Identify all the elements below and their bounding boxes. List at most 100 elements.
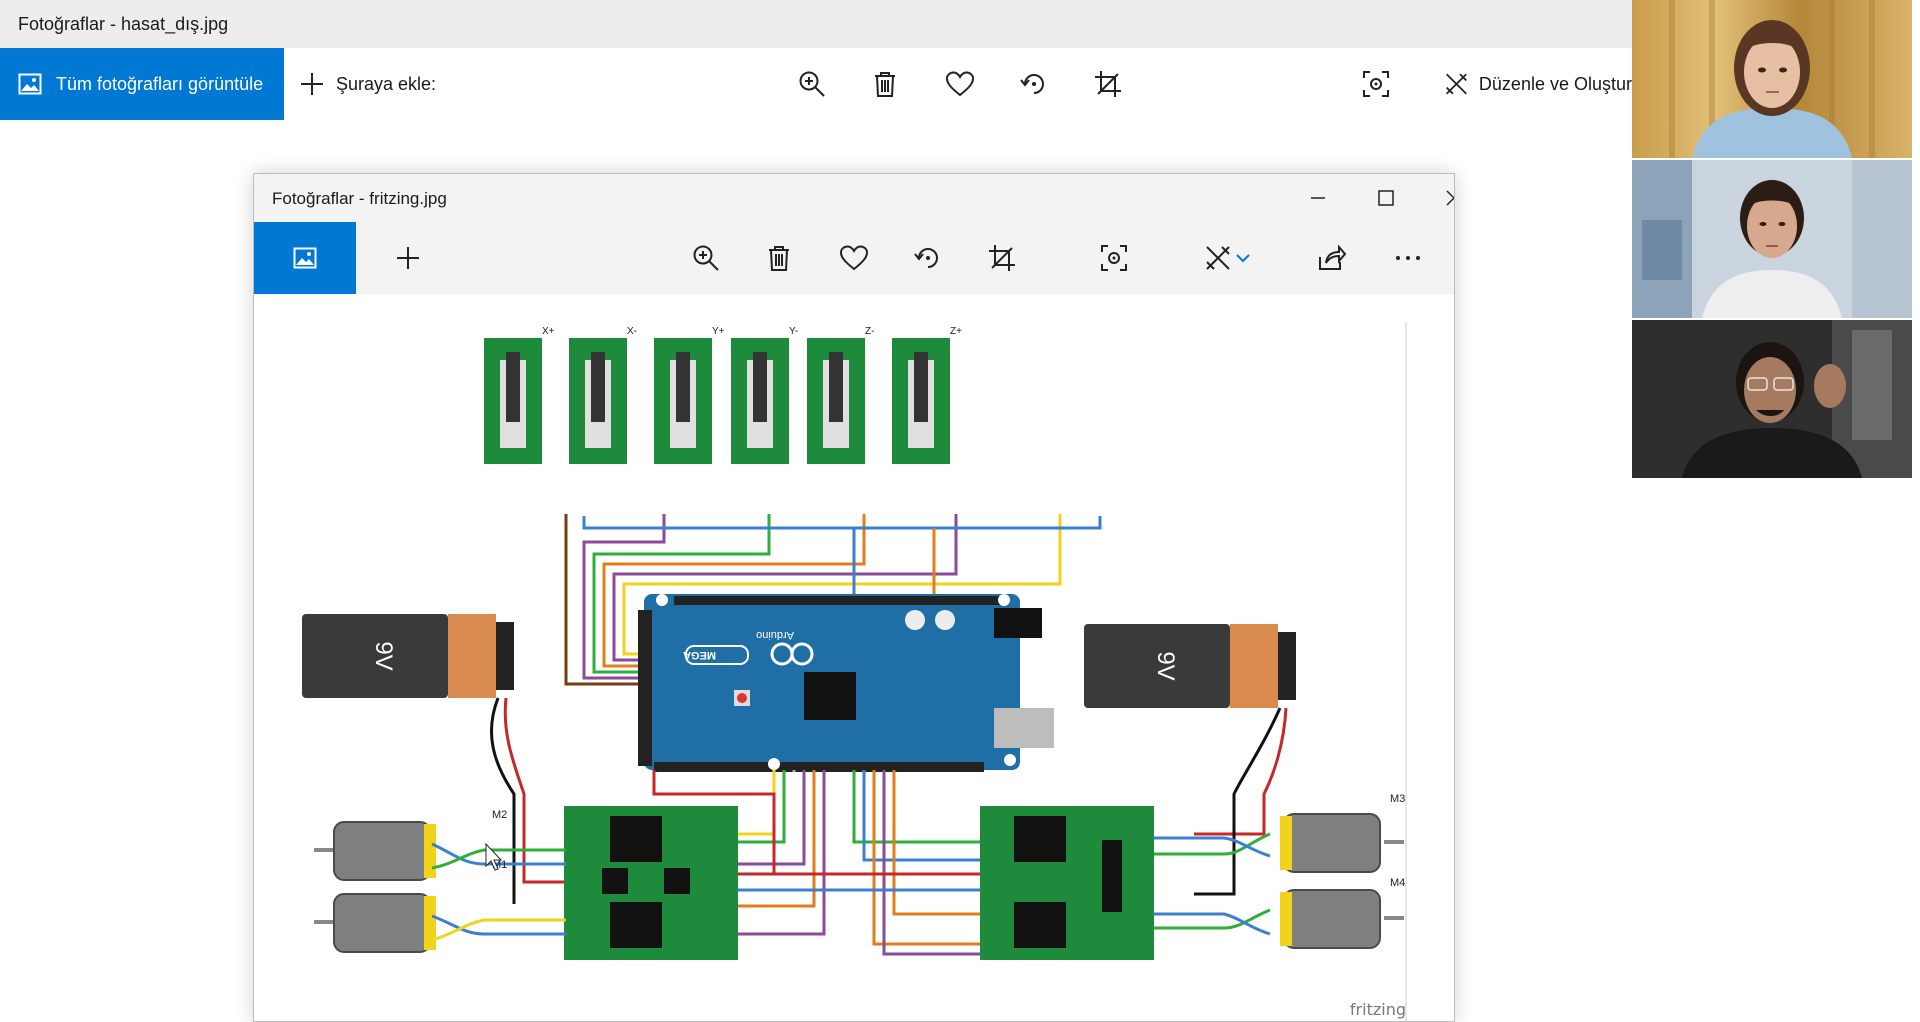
motor-body [333,893,431,953]
motor-label-m2: M2 [492,809,507,821]
inner-view-all-button[interactable] [254,222,356,294]
sensor-slider [829,352,843,422]
trash-icon [875,72,895,97]
video-tile-2[interactable] [1632,160,1912,318]
rotate-icon [1020,74,1044,94]
inner-more-button[interactable] [1390,240,1426,276]
edit-create-label: Düzenle ve Oluştur [1478,73,1632,94]
minimize-icon [1311,197,1325,199]
trash-icon [769,246,789,271]
dc-motor [314,893,436,953]
edit-create-icon [1446,73,1467,95]
sensor-label: Z+ [950,326,962,337]
sensor-label: Y+ [712,326,725,337]
favorite-button[interactable] [942,66,978,102]
board-model-label: MEGA [683,649,716,661]
sensor-slider [506,352,520,422]
crop-icon [1095,71,1121,97]
share-icon [1319,245,1346,270]
add-to-button[interactable]: Şuraya ekle: [300,48,436,120]
more-icon [1396,256,1420,260]
sensor-label: X- [627,326,637,337]
visual-search-icon [1101,245,1127,271]
inner-add-button[interactable] [390,240,426,276]
visual-search-icon [1363,71,1389,97]
sensor-module: X- [569,326,637,464]
edit-create-dropdown[interactable] [1233,240,1253,276]
participant-video-1 [1632,0,1912,158]
battery-left-label: 9V [370,641,397,670]
outer-toolbar: Tüm fotoğrafları görüntüle Şuraya ekle: … [0,48,1632,120]
sensor-module: X+ [484,326,555,464]
motor-shaft [1384,916,1404,920]
crop-button[interactable] [1090,66,1126,102]
motor-shaft [1384,840,1404,844]
inner-edit-create-button[interactable] [1200,240,1236,276]
maximize-icon [1378,190,1394,206]
delete-button[interactable] [867,66,903,102]
motor-cap [1280,892,1292,946]
sensor-module: Y+ [654,326,725,464]
dc-motor [1280,889,1404,949]
inner-zoom-in-button[interactable] [688,240,724,276]
inner-photos-window: Fotoğraflar - fritzing.jpg [253,173,1455,1022]
close-button[interactable] [1420,174,1454,222]
motor-shaft [314,920,334,924]
visual-search-button[interactable] [1358,66,1394,102]
sensor-slider [753,352,767,422]
mouse-cursor-icon [485,842,503,871]
inner-share-button[interactable] [1314,240,1350,276]
edit-create-button[interactable]: Düzenle ve Oluştur [1444,48,1632,120]
battery-right-label: 9V [1152,651,1179,680]
inner-delete-button[interactable] [761,240,797,276]
inner-crop-button[interactable] [984,240,1020,276]
maximize-button[interactable] [1352,174,1420,222]
sensor-slider [591,352,605,422]
heart-icon [840,245,868,271]
sensor-module: Y- [731,326,798,464]
motor-body [1283,889,1381,949]
plus-icon [397,247,419,269]
battery-right: 9V [1084,624,1296,708]
sensor-module: Z+ [892,326,962,464]
sensor-label: Y- [789,326,798,337]
arduino-mega-board: MEGA Arduino [638,594,1054,772]
rotate-icon [914,248,938,268]
video-tile-3[interactable] [1632,320,1912,478]
sensor-slider [914,352,928,422]
sensor-label: Z- [865,326,874,337]
minimize-button[interactable] [1284,174,1352,222]
motor-shaft [314,848,334,852]
photo-icon [18,73,42,95]
motor-body [1283,813,1381,873]
sensor-module: Z- [807,326,874,464]
inner-rotate-button[interactable] [910,240,946,276]
participant-video-3 [1632,320,1912,478]
inner-toolbar [254,222,1454,294]
view-all-photos-label: Tüm fotoğrafları görüntüle [56,73,264,94]
participant-video-2 [1632,160,1912,318]
inner-titlebar: Fotoğraflar - fritzing.jpg [254,174,1454,222]
video-tile-1[interactable] [1632,0,1912,158]
inner-favorite-button[interactable] [836,240,872,276]
photo-icon [293,247,317,269]
chevron-down-icon [1236,254,1250,263]
view-all-photos-button[interactable]: Tüm fotoğrafları görüntüle [0,48,284,120]
zoom-in-button[interactable] [794,66,830,102]
motor-cap [424,896,436,950]
motor-label-m4: M4 [1390,877,1405,889]
zoom-in-icon [693,245,719,271]
inner-window-title: Fotoğraflar - fritzing.jpg [272,189,447,208]
rotate-button[interactable] [1016,66,1052,102]
board-brand-label: Arduino [756,629,794,641]
inner-visual-search-button[interactable] [1096,240,1132,276]
battery-left: 9V [302,614,514,698]
zoom-in-icon [799,71,825,97]
sensor-label: X+ [542,326,555,337]
sensor-slider [676,352,690,422]
outer-titlebar: Fotoğraflar - hasat_dış.jpg [0,0,1632,48]
circuit-diagram-image: X+ X- Y+ Y- Z- Z+ [302,322,1407,1021]
close-icon [1446,190,1454,206]
add-to-label: Şuraya ekle: [336,73,437,94]
image-viewer-canvas[interactable]: X+ X- Y+ Y- Z- Z+ [254,294,1454,1021]
